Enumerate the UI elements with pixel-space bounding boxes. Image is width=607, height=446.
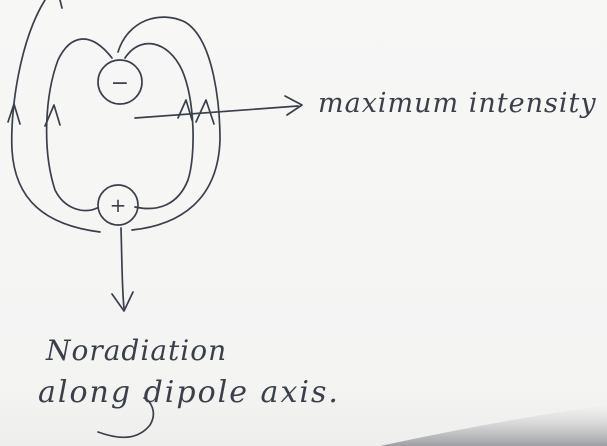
positive-charge-circle [97,184,139,226]
field-line-outer-left [10,0,101,233]
field-lines [10,0,221,233]
negative-charge: − [97,59,143,105]
positive-charge-sign: + [110,193,127,217]
max-intensity-label: maximum intensity [318,88,597,119]
field-line-inner-right [124,42,194,210]
negative-charge-sign: − [111,71,129,96]
arrow-down-icon [111,291,134,312]
no-radiation-label-line2: along dipole axis. [38,375,340,410]
pointer-line-vertical [120,227,125,309]
underline-squiggle [97,397,155,439]
pointer-line [134,105,299,119]
no-radiation-label-line1: Noradiation [45,334,227,367]
field-line-inner-left [45,38,113,212]
field-line-outer-right [117,16,221,231]
arrow-right-icon [284,95,303,116]
max-intensity-pointer [134,95,303,119]
arrow-up-icon [44,104,61,127]
positive-charge: + [97,184,139,226]
field-line-stub [59,0,63,9]
paper-shadow [380,405,607,446]
arrow-up-icon [7,103,21,125]
no-radiation-pointer [111,227,134,312]
negative-charge-circle [97,59,143,105]
arrow-up-icon [195,99,215,125]
